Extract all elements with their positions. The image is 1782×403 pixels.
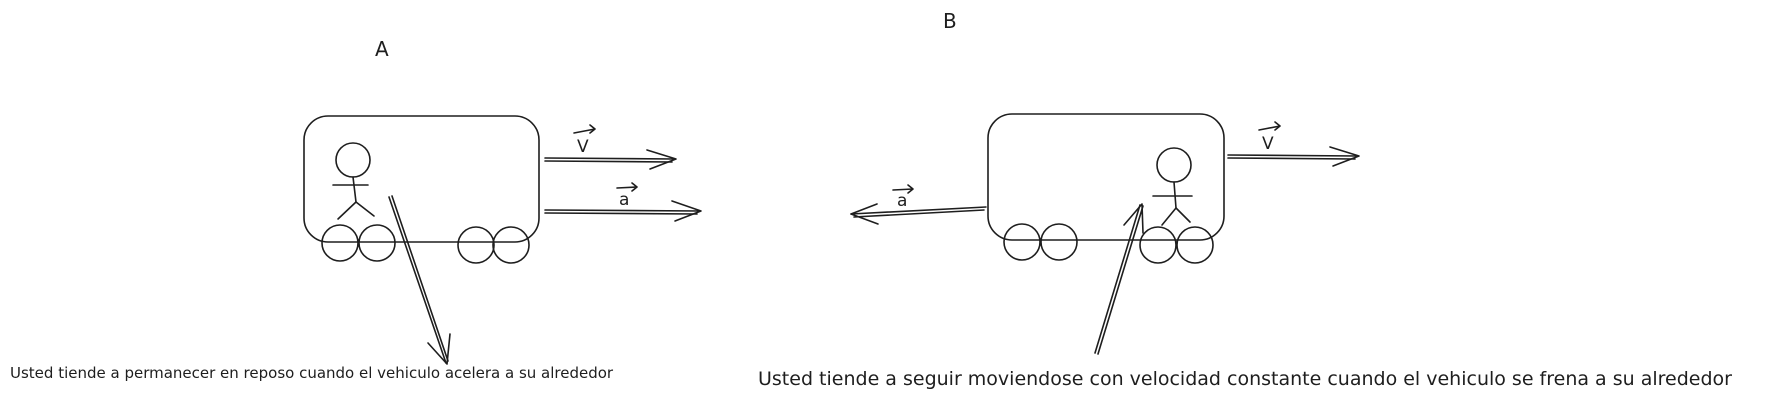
panel-b-person-body	[1173, 181, 1177, 209]
panel-b-velocity-label: V	[1262, 134, 1274, 154]
panel-b-acceleration-label: a	[897, 191, 907, 211]
panel-b-wheels	[1003, 223, 1214, 264]
panel-b-person-head	[1156, 147, 1192, 183]
panel-a-wheel	[358, 224, 396, 262]
panel-a-caption: Usted tiende a permanecer en reposo cuan…	[10, 364, 614, 382]
panel-a-label: A	[375, 37, 389, 61]
panel-b-person-legs	[1161, 207, 1191, 226]
panel-a-velocity-arrow	[544, 149, 677, 170]
panel-b-vehicle-body	[987, 113, 1225, 241]
panel-b-acceleration-arrow	[850, 203, 987, 225]
panel-a-person-figure	[332, 142, 375, 220]
panel-a-acceleration-label: a	[619, 190, 629, 210]
panel-b-velocity-arrow	[1227, 146, 1360, 167]
panel-a-person-legs	[337, 201, 375, 220]
panel-b-person-figure	[1152, 147, 1193, 226]
panel-a-person-head	[335, 142, 371, 178]
panel-b-wheel	[1139, 226, 1177, 264]
panel-b-pointer-arrow	[1094, 203, 1144, 355]
panel-a-person-body	[352, 176, 357, 203]
panel-a: A V a	[10, 37, 702, 382]
panel-a-pointer-arrow	[388, 195, 451, 365]
panel-b-wheel	[1040, 223, 1078, 261]
panel-a-velocity-label: V	[577, 137, 589, 157]
panel-b-wheel	[1176, 226, 1214, 264]
panel-b-velocity-vector-mark	[1258, 121, 1281, 131]
panel-b-acceleration-vector-mark	[892, 184, 914, 194]
panel-a-wheel	[321, 224, 359, 262]
panel-a-acceleration-vector-mark	[616, 182, 638, 192]
panel-a-acceleration-arrow	[544, 200, 702, 222]
panel-b-label: B	[943, 9, 957, 33]
panel-a-wheel	[492, 226, 530, 264]
panel-b: B V a	[758, 9, 1732, 390]
panel-a-velocity-vector-mark	[573, 124, 596, 134]
panel-b-caption: Usted tiende a seguir moviendose con vel…	[758, 368, 1732, 390]
panel-a-wheel	[457, 226, 495, 264]
panel-b-wheel	[1003, 223, 1041, 261]
panel-a-vehicle-body	[303, 115, 540, 243]
panel-a-wheels	[321, 224, 530, 264]
